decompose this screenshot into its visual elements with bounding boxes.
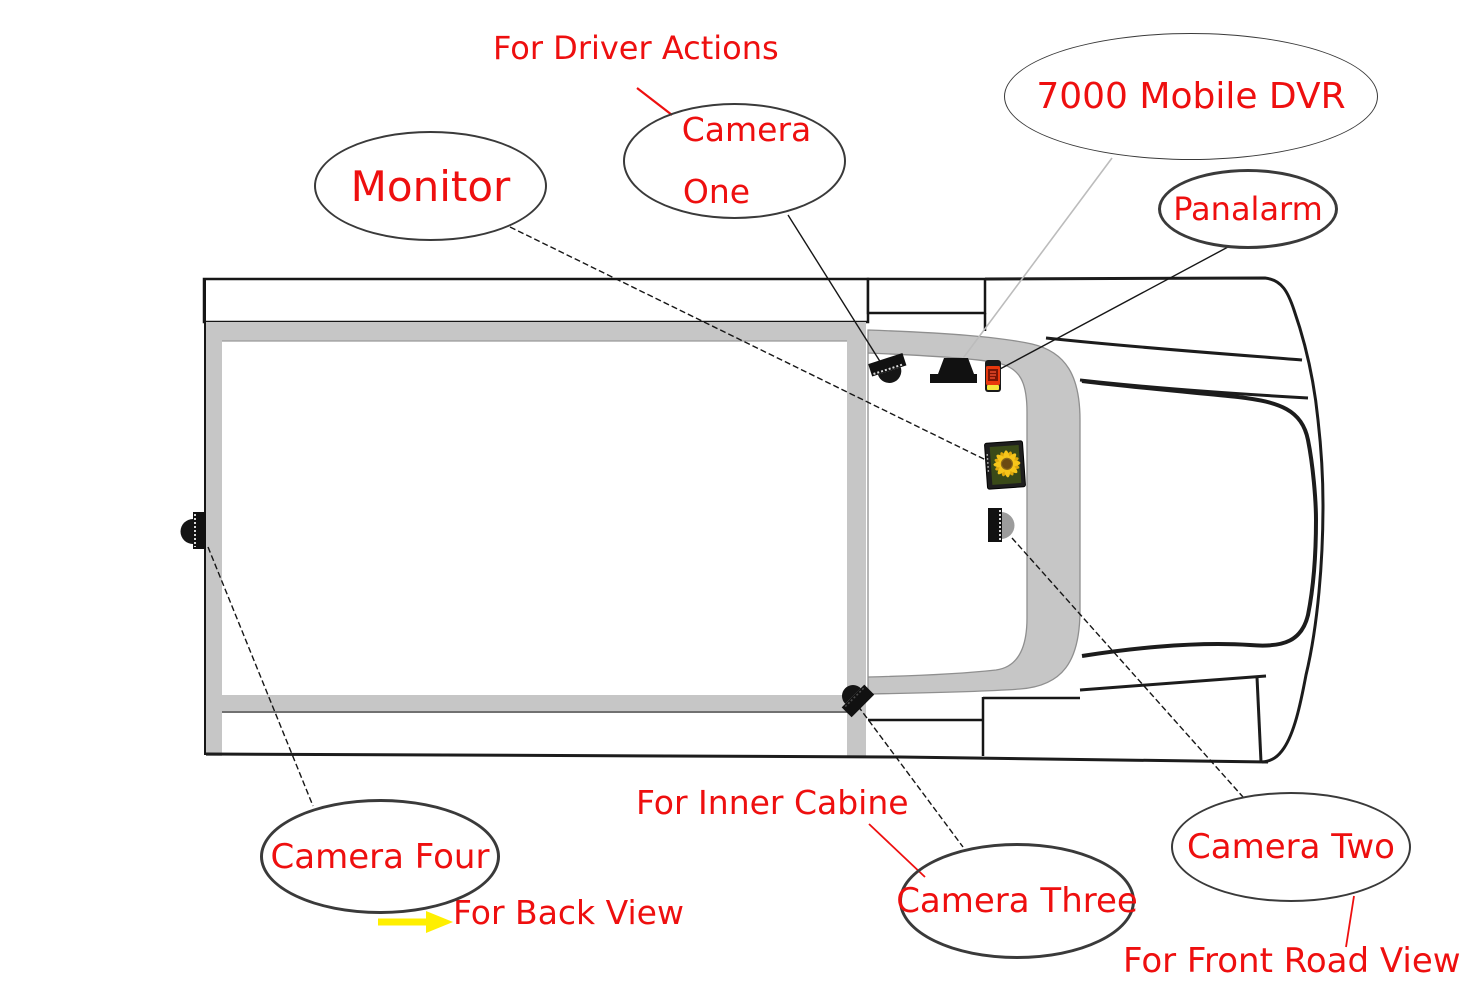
camera-four-callout-label: Camera Four bbox=[270, 836, 490, 877]
panalarm-callout-label: Panalarm bbox=[1173, 190, 1323, 228]
camera-one-leader-line bbox=[787, 214, 882, 364]
dome-camera-one-icon bbox=[868, 353, 907, 383]
camera-one-callout-label-line1: Camera bbox=[681, 110, 812, 149]
camera-four-leader-line bbox=[207, 546, 314, 807]
dome-camera-two-icon bbox=[988, 508, 1015, 542]
panalarm-leader-line bbox=[999, 246, 1229, 370]
front-road-leader-line bbox=[1345, 895, 1355, 948]
camera-one-callout: Camera One bbox=[623, 103, 846, 219]
inner-cabine-leader-line bbox=[868, 823, 926, 878]
camera-three-leader-line bbox=[857, 705, 964, 848]
camera-four-callout: Camera Four bbox=[260, 799, 500, 914]
dome-camera-three-icon bbox=[841, 684, 875, 718]
back-view-label: For Back View bbox=[453, 893, 684, 932]
yellow-arrow-icon bbox=[378, 911, 453, 933]
panalarm-device-icon bbox=[985, 360, 1001, 392]
leader-lines bbox=[207, 87, 1355, 948]
camera-two-callout: Camera Two bbox=[1171, 792, 1411, 902]
driver-actions-label: For Driver Actions bbox=[493, 29, 779, 67]
front-road-view-label: For Front Road View bbox=[1123, 941, 1461, 981]
inner-cabine-label: For Inner Cabine bbox=[636, 783, 909, 822]
cab-windshield-frame bbox=[867, 329, 1081, 695]
camera-two-leader-line bbox=[1011, 537, 1244, 798]
dvr-box-icon bbox=[930, 358, 977, 383]
camera-one-callout-label-line2: One bbox=[682, 172, 751, 211]
monitor-callout: Monitor bbox=[314, 131, 547, 241]
vehicle-front-outline bbox=[984, 276, 1325, 764]
camera-three-callout-label: Camera Three bbox=[896, 881, 1138, 921]
camera-three-callout: Camera Three bbox=[896, 843, 1138, 959]
dvr-leader-line bbox=[957, 157, 1113, 366]
camera-two-callout-label: Camera Two bbox=[1187, 827, 1395, 867]
cargo-box bbox=[202, 277, 1269, 764]
mobile-dvr-callout-label: 7000 Mobile DVR bbox=[1036, 76, 1346, 117]
dome-camera-four-icon bbox=[180, 512, 206, 549]
mobile-dvr-callout: 7000 Mobile DVR bbox=[1004, 33, 1378, 160]
driver-actions-leader-line bbox=[636, 87, 673, 116]
monitor-callout-label: Monitor bbox=[350, 161, 511, 211]
monitor-screen-icon bbox=[984, 440, 1026, 490]
monitor-leader-line bbox=[509, 226, 991, 463]
panalarm-callout: Panalarm bbox=[1158, 169, 1338, 249]
